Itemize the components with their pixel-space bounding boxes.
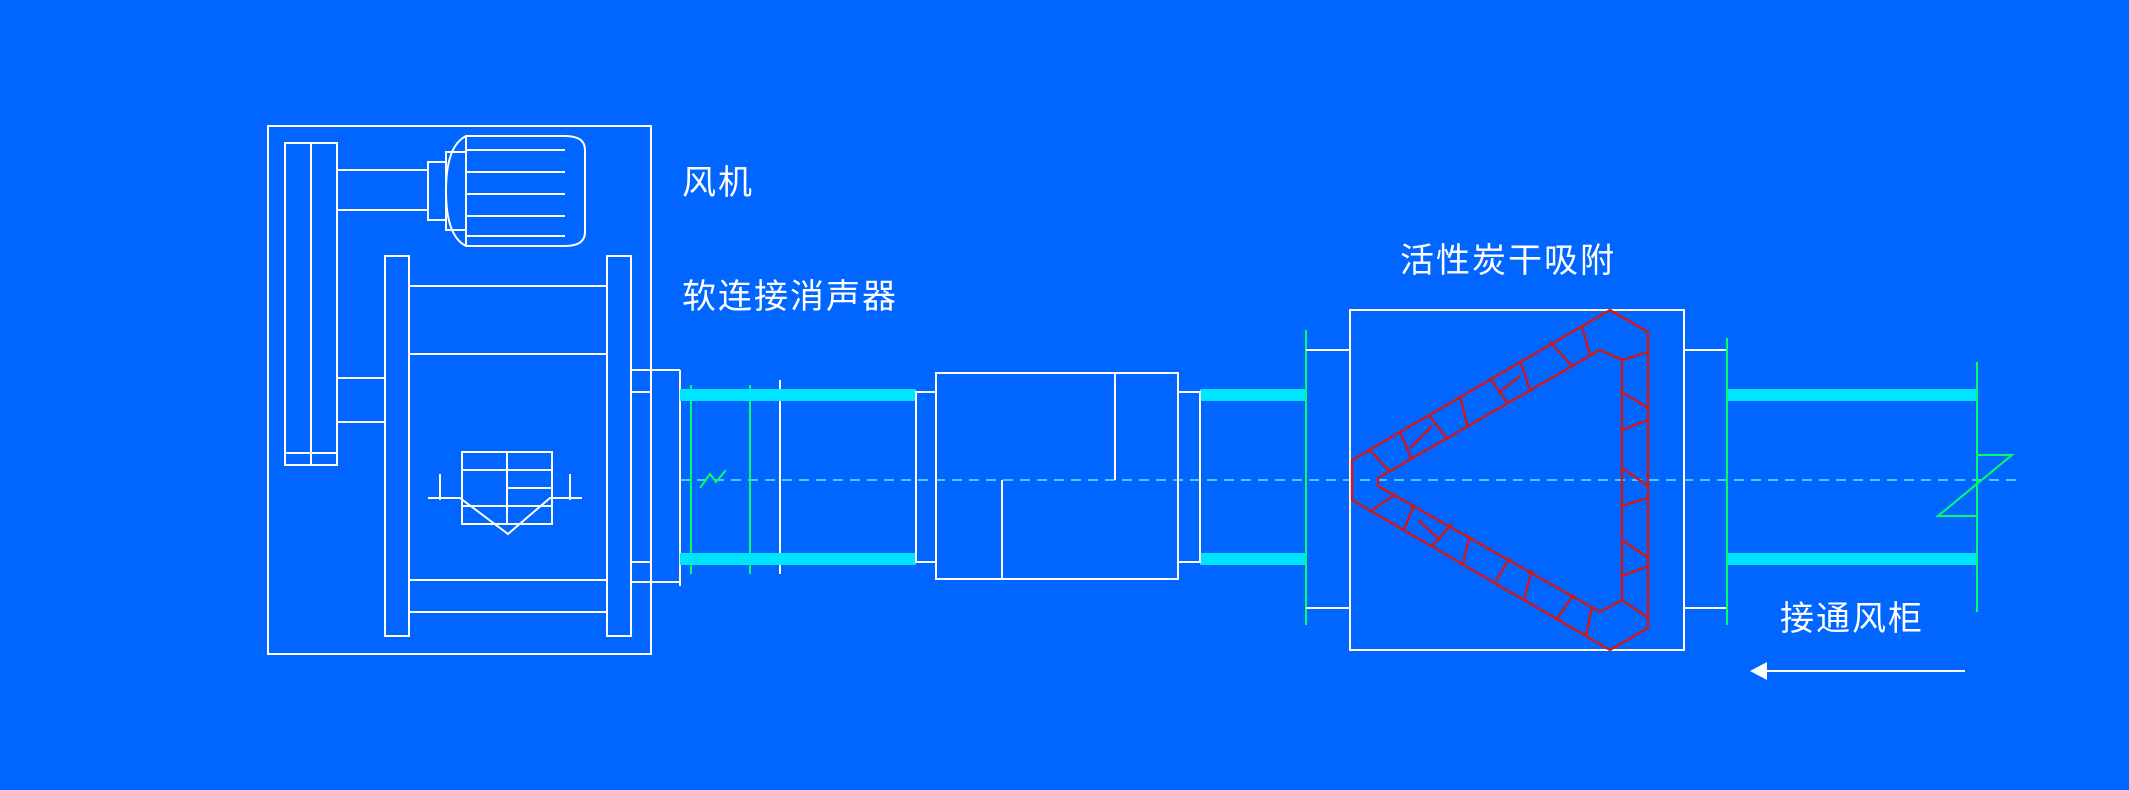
fan-shaft	[337, 377, 385, 423]
carbon-adsorber-label: 活性炭干吸附	[1400, 241, 1616, 281]
fan-housing-frame	[267, 125, 652, 655]
fan-outlet-flange	[651, 369, 681, 586]
fan-unit	[267, 125, 681, 655]
carbon-adsorber	[1305, 308, 1728, 652]
belt-guard	[284, 142, 338, 466]
impeller-icon	[428, 451, 582, 536]
fan-casing	[384, 255, 652, 637]
carbon-bed-icon	[1350, 308, 1650, 652]
duct-segment-2	[1200, 389, 1306, 565]
duct-end-break	[1935, 362, 2015, 612]
fan-label: 风机	[682, 163, 754, 203]
silencer-label: 软连接消声器	[682, 277, 898, 317]
break-mark-icon	[699, 469, 727, 489]
duct-segment-3	[1727, 389, 1977, 565]
duct-segment-1	[680, 389, 916, 565]
flow-arrow-icon	[1750, 662, 1965, 680]
silencer	[915, 372, 1201, 580]
soft-connection	[690, 380, 781, 574]
motor-icon	[337, 135, 586, 247]
air-cabinet-label: 接通风柜	[1780, 599, 1924, 639]
adsorber-box	[1349, 309, 1685, 651]
